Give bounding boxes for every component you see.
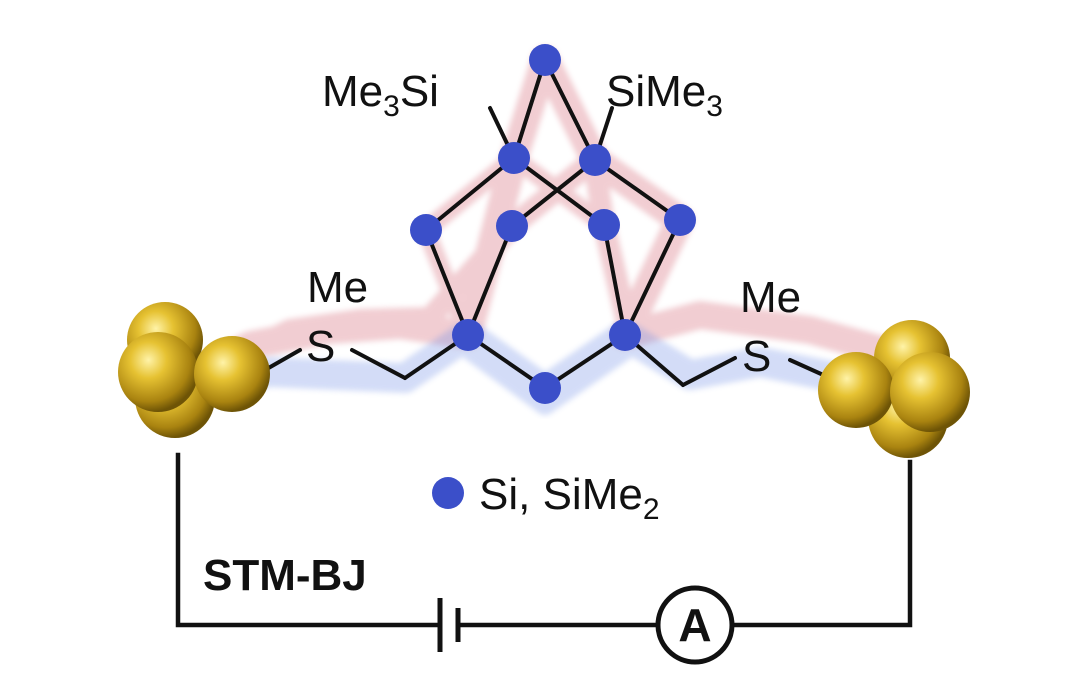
bond bbox=[602, 223, 627, 337]
silicon-atom bbox=[496, 210, 528, 242]
trimethylsilyl-left-label: Me3Si bbox=[322, 67, 439, 123]
silicon-atom bbox=[498, 142, 530, 174]
right-gold-electrode bbox=[818, 320, 970, 458]
circuit-wires bbox=[175, 452, 913, 628]
technique-label: STM-BJ bbox=[203, 551, 367, 600]
bond bbox=[424, 228, 470, 337]
silicon-atom bbox=[529, 44, 561, 76]
silicon-atom bbox=[664, 204, 696, 236]
gold-atom bbox=[194, 336, 270, 412]
bond bbox=[510, 158, 597, 228]
right-wire bbox=[731, 459, 913, 628]
bond bbox=[466, 224, 514, 337]
red-pathway-shading bbox=[186, 46, 914, 386]
gold-atom bbox=[118, 332, 198, 412]
left-gold-electrode bbox=[118, 302, 270, 438]
legend: Si, SiMe2 bbox=[432, 470, 660, 526]
legend-label: Si, SiMe2 bbox=[479, 470, 660, 526]
bond bbox=[512, 58, 547, 160]
bond bbox=[623, 218, 682, 337]
bond bbox=[543, 58, 597, 162]
legend-silicon-marker bbox=[432, 477, 464, 509]
silicon-atom bbox=[588, 209, 620, 241]
ammeter-ring bbox=[655, 585, 735, 665]
ammeter: A bbox=[655, 585, 735, 665]
right-methyl-label: Me bbox=[740, 273, 801, 322]
gold-atom bbox=[818, 352, 894, 428]
gold-atom bbox=[890, 352, 970, 432]
silicon-atom bbox=[452, 319, 484, 351]
bond bbox=[681, 356, 737, 387]
silicon-atom bbox=[529, 372, 561, 404]
bond bbox=[593, 158, 682, 222]
silicon-atom bbox=[410, 214, 442, 246]
silicon-atom bbox=[609, 319, 641, 351]
left-sulfur-label: S bbox=[306, 322, 335, 371]
bond bbox=[512, 156, 606, 227]
ammeter-label: A bbox=[678, 599, 711, 651]
right-sulfur-label: S bbox=[742, 332, 771, 381]
silicon-atom bbox=[579, 144, 611, 176]
left-wire bbox=[175, 452, 439, 628]
silicon-atoms bbox=[410, 44, 696, 404]
trimethylsilyl-right-label: SiMe3 bbox=[606, 67, 723, 123]
left-methyl-label: Me bbox=[307, 263, 368, 312]
bond bbox=[424, 156, 516, 232]
bond bbox=[350, 348, 407, 380]
battery-symbol bbox=[437, 598, 461, 652]
